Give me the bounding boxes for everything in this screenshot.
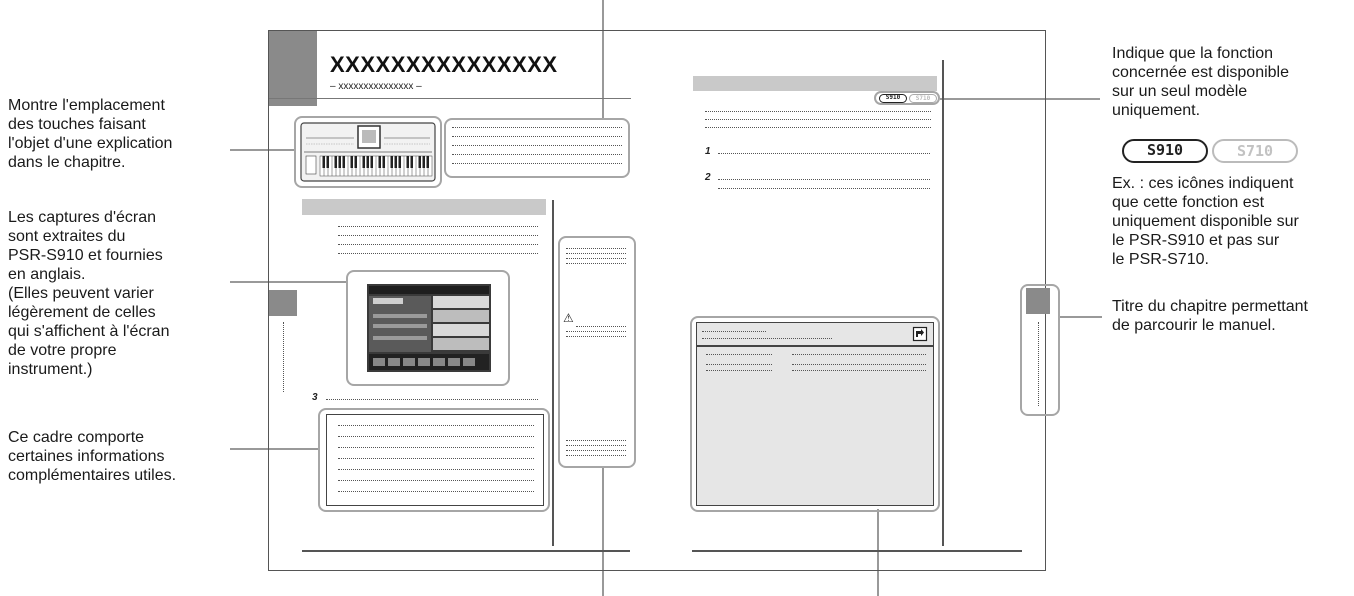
page-subtitle: – xxxxxxxxxxxxxxx – — [330, 81, 422, 92]
column-rule — [942, 60, 944, 546]
callout-panel-keys: Montre l'emplacement des touches faisant… — [8, 97, 173, 171]
text-line — [566, 258, 626, 259]
leader-line — [1060, 316, 1102, 318]
leader-line — [940, 98, 1100, 100]
text-line — [792, 370, 926, 371]
warning-icon: ⚠ — [563, 311, 574, 325]
text-line — [718, 153, 930, 154]
text-line — [338, 447, 534, 448]
text-line — [452, 154, 622, 155]
text-line — [338, 425, 534, 426]
function-box — [696, 322, 934, 506]
s910-model-icon: S910 — [1122, 139, 1208, 163]
note-box — [326, 414, 544, 506]
chapter-tab-dots — [283, 322, 284, 392]
text-line — [452, 136, 622, 137]
function-box-rule — [697, 345, 933, 347]
keyboard-illustration — [300, 122, 436, 182]
s710-small-icon: S710 — [909, 94, 937, 103]
step-number: 3 — [312, 392, 318, 403]
text-line — [718, 179, 930, 180]
sidenote-frame — [558, 236, 636, 468]
text-line — [566, 336, 626, 337]
text-line — [702, 331, 766, 332]
page-title: XXXXXXXXXXXXXXX — [330, 52, 558, 77]
step-number: 1 — [705, 146, 711, 157]
text-line — [338, 491, 534, 492]
chapter-tab-right — [1026, 288, 1050, 314]
text-line — [792, 364, 926, 365]
callout-screenshots: Les captures d'écran sont extraites du P… — [8, 209, 170, 378]
s710-model-icon: S710 — [1212, 139, 1298, 163]
screen-capture-illustration — [367, 284, 491, 372]
text-line — [338, 436, 534, 437]
callout-info-box: Ce cadre comporte certaines informations… — [8, 429, 177, 484]
callout-model-example: Ex. : ces icônes indiquent que cette fon… — [1112, 175, 1299, 268]
text-line — [566, 440, 626, 441]
chapter-header-block — [269, 31, 317, 106]
callout-chapter-tab: Titre du chapitre permettant de parcouri… — [1112, 298, 1308, 334]
text-line — [705, 111, 931, 112]
text-line — [452, 127, 622, 128]
text-line — [706, 370, 772, 371]
chapter-tab-left — [269, 290, 297, 316]
section-heading-band — [302, 199, 546, 215]
reference-page-icon — [912, 326, 928, 342]
text-line — [718, 188, 930, 189]
info-frame — [318, 408, 550, 512]
leader-line — [230, 281, 346, 283]
function-frame — [690, 316, 940, 512]
text-line — [338, 469, 534, 470]
column-rule — [552, 200, 554, 546]
leader-line — [230, 448, 320, 450]
description-frame — [444, 118, 630, 178]
callout-model-only: Indique que la fonction concernée est di… — [1112, 45, 1290, 119]
text-line — [338, 235, 538, 236]
text-line — [705, 119, 931, 120]
text-line — [706, 364, 772, 365]
text-line — [576, 326, 626, 327]
s910-small-icon: S910 — [879, 94, 907, 103]
chapter-tab-frame — [1020, 284, 1060, 416]
text-line — [566, 253, 626, 254]
footer-rule — [692, 550, 1022, 552]
text-line — [338, 244, 538, 245]
chapter-tab-dots — [1038, 322, 1039, 406]
leader-line — [877, 509, 879, 596]
header-rule — [269, 98, 631, 99]
model-icon-frame — [874, 91, 940, 105]
text-line — [566, 248, 626, 249]
footer-rule — [302, 550, 630, 552]
text-line — [566, 455, 626, 456]
text-line — [706, 354, 772, 355]
section-heading-band — [693, 76, 937, 91]
step-number: 2 — [705, 172, 711, 183]
text-line — [566, 450, 626, 451]
text-line — [702, 338, 832, 339]
text-line — [338, 480, 534, 481]
text-line — [705, 127, 931, 128]
text-line — [452, 145, 622, 146]
screenshot-frame — [346, 270, 510, 386]
text-line — [326, 399, 538, 400]
text-line — [566, 263, 626, 264]
text-line — [452, 163, 622, 164]
text-line — [566, 331, 626, 332]
leader-line — [602, 466, 604, 596]
leader-line — [230, 149, 296, 151]
panel-frame — [294, 116, 442, 188]
text-line — [566, 445, 626, 446]
text-line — [338, 253, 538, 254]
text-line — [792, 354, 926, 355]
leader-line — [602, 0, 604, 118]
text-line — [338, 458, 534, 459]
text-line — [338, 226, 538, 227]
